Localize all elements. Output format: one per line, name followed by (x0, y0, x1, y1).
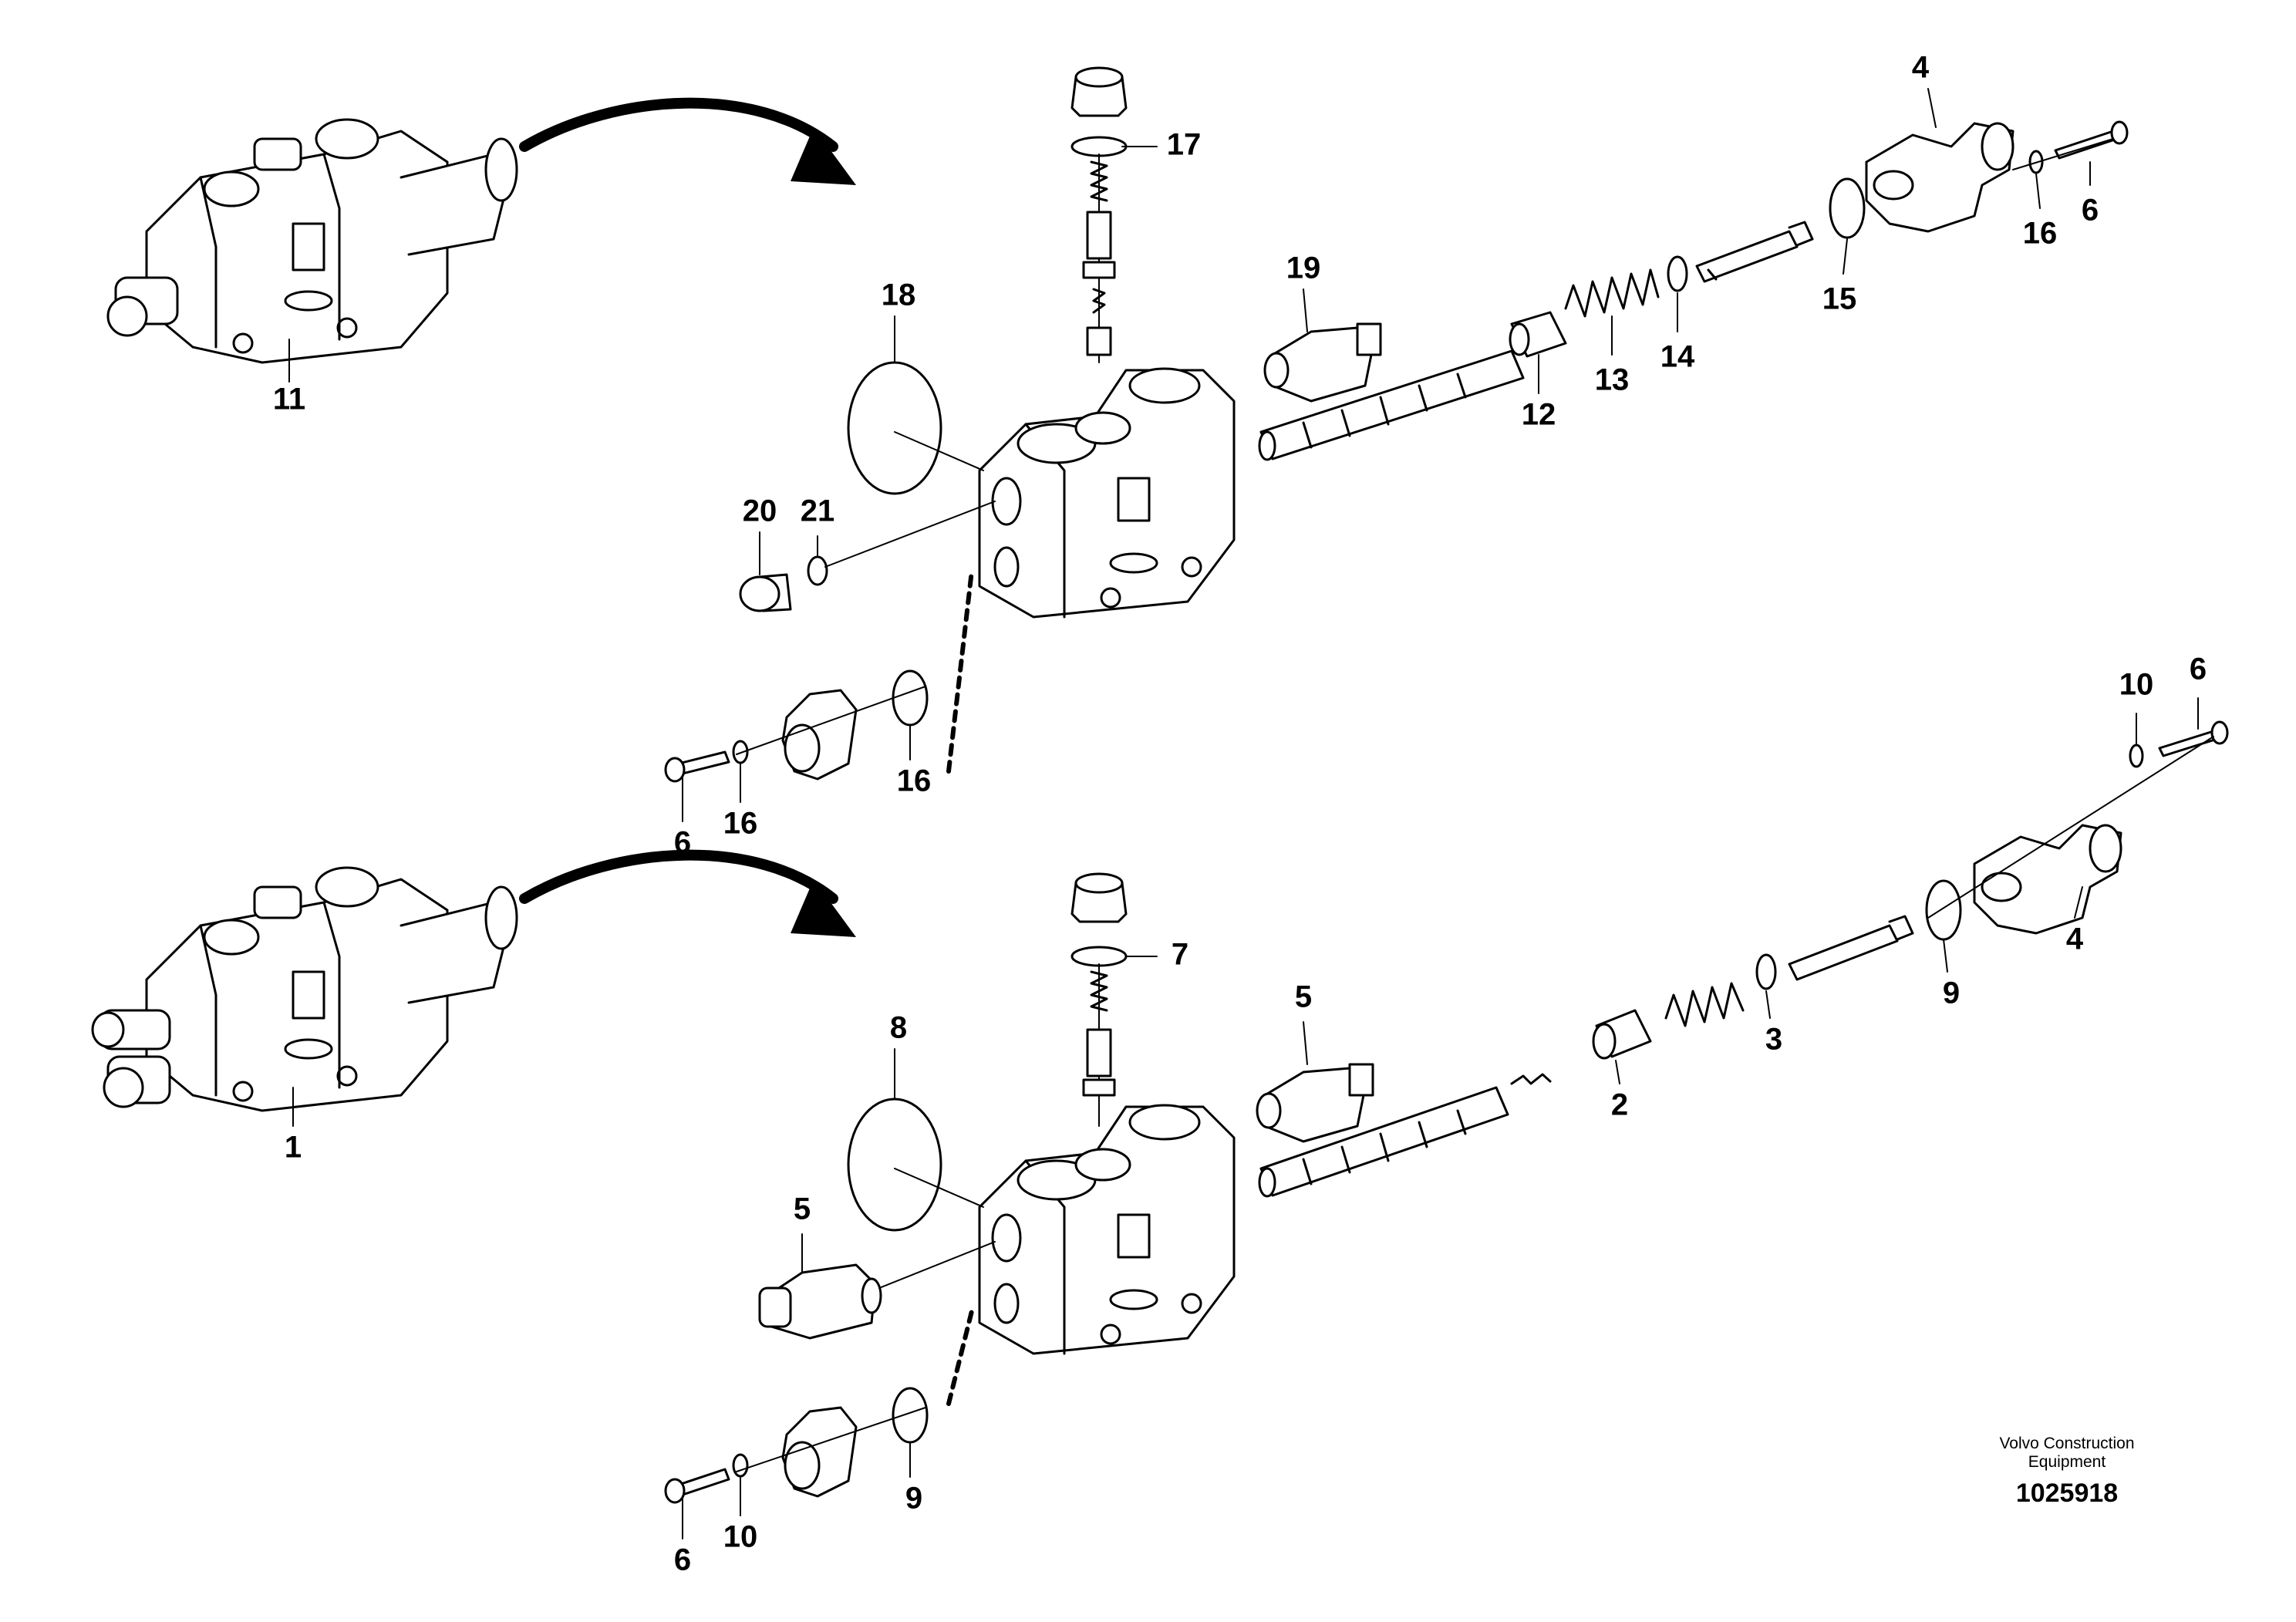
callout-10-left: 10 (723, 1520, 758, 1554)
callout-16-top-left: 16 (723, 807, 758, 841)
collar-2 (1592, 1009, 1652, 1060)
bolt-6-bottom-right (2158, 720, 2229, 757)
callout-1: 1 (285, 1131, 302, 1165)
o-ring-9-left (892, 1387, 929, 1444)
end-cap-top (781, 689, 858, 781)
plug-20 (739, 573, 792, 612)
washer-3 (1755, 953, 1777, 990)
callout-5-left: 5 (794, 1192, 811, 1226)
callout-6-top-right: 6 (2082, 194, 2099, 228)
callout-9-left: 9 (905, 1482, 922, 1516)
spring-13 (1564, 268, 1660, 318)
callout-7: 7 (1172, 938, 1188, 972)
washer-14 (1667, 255, 1688, 292)
o-ring-16-top (892, 669, 929, 727)
assembled-valve-section-11 (106, 118, 518, 364)
caption-diagram-number: 1025918 (2015, 1479, 2119, 1508)
callout-16-top-mid: 16 (897, 764, 932, 798)
callout-8: 8 (890, 1011, 907, 1045)
diagram-caption: Volvo Construction Equipment 1025918 (1944, 1435, 2190, 1509)
spool-top (1258, 349, 1525, 461)
callout-21: 21 (801, 494, 835, 528)
valve-block-top (978, 367, 1236, 619)
relief-valve-5-left (758, 1263, 882, 1340)
o-ring-15 (1829, 177, 1866, 239)
assembled-valve-section-1 (91, 866, 518, 1112)
washer-10-left (732, 1453, 749, 1478)
cap-4-bottom (1973, 824, 2122, 935)
bolt-6-top-left (664, 750, 730, 783)
collar-12 (1509, 311, 1567, 358)
callout-5-right: 5 (1295, 980, 1312, 1014)
callout-14: 14 (1660, 340, 1695, 374)
relief-valve-5-right (1256, 1063, 1374, 1143)
bolt-6-bottom-left (664, 1468, 730, 1504)
relief-valve-19 (1263, 322, 1382, 403)
callout-10-right: 10 (2119, 668, 2154, 702)
washer-21 (807, 555, 828, 586)
callout-4-bottom: 4 (2066, 922, 2084, 956)
spring-bottom (1664, 982, 1745, 1027)
callout-2: 2 (1611, 1088, 1628, 1122)
callout-18: 18 (882, 278, 916, 312)
callout-6-top-left: 6 (674, 826, 691, 860)
cap-4-top (1865, 122, 2014, 233)
o-ring-18 (847, 361, 942, 495)
end-cap-bottom (781, 1406, 858, 1498)
rod-bottom (1788, 915, 1914, 981)
callout-4-top: 4 (1912, 51, 1930, 85)
plug-stack-7 (1070, 872, 1128, 1127)
callout-20: 20 (743, 494, 777, 528)
callout-6-bottom-right: 6 (2190, 653, 2207, 686)
o-ring-8 (847, 1098, 942, 1232)
callout-labels: 17 4 6 16 15 18 19 12 13 14 11 21 20 16 … (273, 51, 2207, 1577)
assembly-arrow-bottom (519, 849, 838, 904)
callout-15: 15 (1822, 282, 1857, 316)
spool-bottom (1258, 1073, 1552, 1198)
o-ring-9-right (1925, 879, 1962, 941)
assembly-arrow-top (519, 97, 838, 152)
caption-brand-line1: Volvo Construction (1999, 1435, 2135, 1452)
callout-16-top-right: 16 (2023, 217, 2058, 251)
washer-10-right (2129, 744, 2144, 768)
callout-3: 3 (1765, 1023, 1782, 1057)
callout-13: 13 (1595, 363, 1630, 397)
caption-brand-line2: Equipment (2028, 1453, 2106, 1471)
callout-9-right: 9 (1943, 976, 1960, 1010)
rod-top (1695, 221, 1814, 283)
callout-19: 19 (1286, 251, 1321, 285)
valve-block-bottom (978, 1104, 1236, 1355)
callout-12: 12 (1522, 398, 1556, 432)
callout-6-bottom-left: 6 (674, 1543, 691, 1577)
plug-stack-17 (1070, 66, 1128, 363)
callout-17: 17 (1167, 128, 1202, 162)
callout-11: 11 (273, 383, 305, 416)
